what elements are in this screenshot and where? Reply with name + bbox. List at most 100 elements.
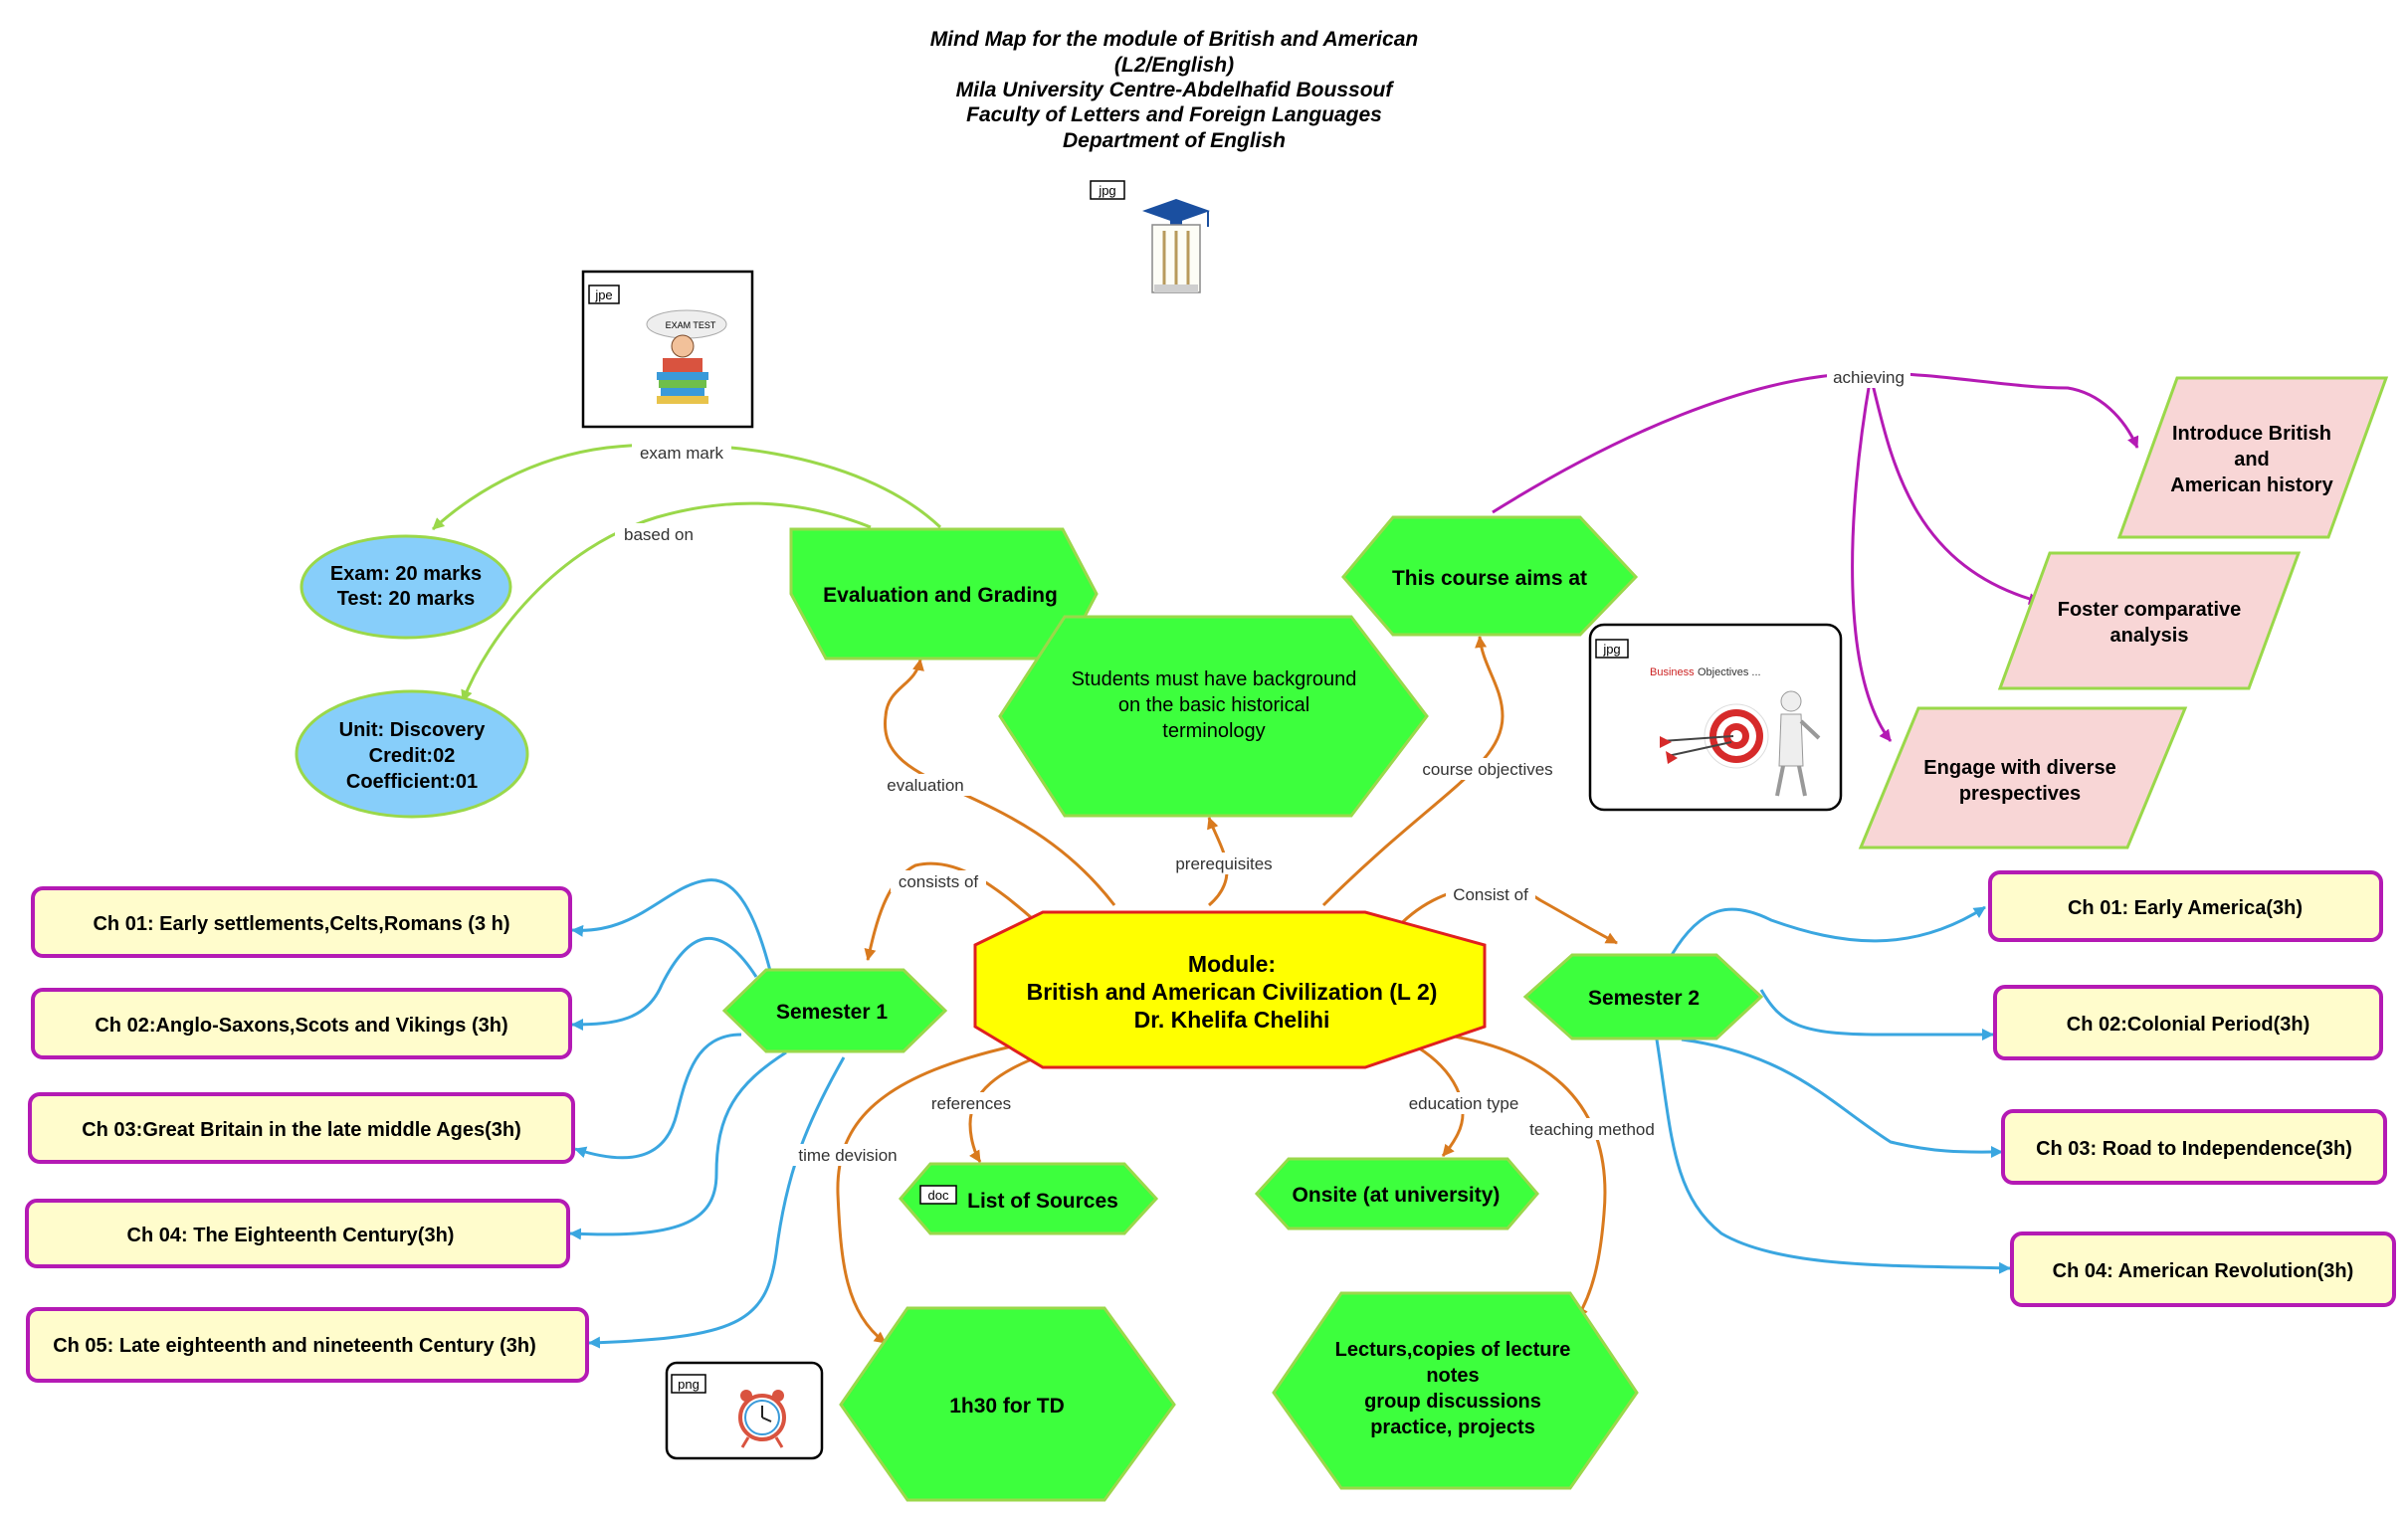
onsite-node[interactable]: Onsite (at university) [1254, 1157, 1539, 1231]
title-line: (L2/English) [1114, 54, 1234, 77]
edge-consists-of [864, 861, 1041, 961]
objective-line: American history [2170, 474, 2333, 496]
onsite-label: Onsite (at university) [1293, 1184, 1501, 1207]
teaching-method-node[interactable]: Lecturs,copies of lecture notes group di… [1272, 1291, 1639, 1490]
title-line: Faculty of Letters and Foreign Languages [966, 103, 1382, 126]
chapter-box[interactable]: Ch 04: The Eighteenth Century(3h) [25, 1199, 570, 1268]
objective-diverse-perspectives[interactable]: Engage with diverse prespectives [1858, 706, 2188, 850]
edge-s2-ch3 [1681, 1038, 2003, 1159]
objectives-image-text-red: Business [1650, 666, 1695, 678]
edge-labels: exam mark based on achieving evaluation … [615, 366, 1910, 1166]
chapter-label: Ch 03:Great Britain in the late middle A… [82, 1119, 521, 1141]
edge-references [968, 1047, 1061, 1163]
chapter-box[interactable]: Ch 02:Anglo-Saxons,Scots and Vikings (3h… [31, 988, 572, 1059]
central-module-line: Module: [1188, 951, 1276, 977]
course-aims-node[interactable]: This course aims at [1341, 515, 1639, 637]
edge-s1-ch4 [569, 1050, 787, 1240]
map-title: Mind Map for the module of British and A… [930, 28, 1418, 152]
td-time-label: 1h30 for TD [949, 1395, 1065, 1418]
title-line: Department of English [1063, 129, 1286, 152]
edge-s1-ch2 [571, 936, 758, 1031]
objective-line: and [2234, 449, 2270, 471]
edge-based-on [461, 501, 872, 702]
semester-2-label: Semester 2 [1588, 987, 1700, 1010]
semester-1-node[interactable]: Semester 1 [721, 968, 948, 1053]
list-of-sources-node[interactable]: doc List of Sources [899, 1162, 1159, 1235]
edge-label-consist-of: Consist of [1453, 885, 1528, 904]
chapter-label: Ch 04: American Revolution(3h) [2053, 1260, 2354, 1282]
chapter-box[interactable]: Ch 05: Late eighteenth and nineteenth Ce… [26, 1307, 589, 1383]
objective-line: Foster comparative [2058, 599, 2242, 621]
unit-info-line: Unit: Discovery [339, 719, 487, 741]
objective-line: Engage with diverse [1923, 757, 2115, 779]
chapter-box[interactable]: Ch 02:Colonial Period(3h) [1993, 985, 2383, 1060]
prerequisites-line: Students must have background [1072, 668, 1357, 690]
title-line: Mila University Centre-Abdelhafid Bousso… [956, 79, 1395, 101]
td-time-node[interactable]: 1h30 for TD [839, 1306, 1176, 1502]
chapter-label: Ch 04: The Eighteenth Century(3h) [127, 1225, 455, 1246]
chapter-box[interactable]: Ch 03:Great Britain in the late middle A… [28, 1092, 575, 1164]
teaching-method-line: practice, projects [1370, 1417, 1535, 1438]
edge-label-prerequisites: prerequisites [1175, 854, 1272, 873]
prerequisites-line: on the basic historical [1118, 694, 1309, 716]
prerequisites-node[interactable]: Students must have background on the bas… [998, 615, 1429, 818]
edge-achieving-2 [1869, 375, 2041, 605]
unit-info-line: Coefficient:01 [346, 771, 478, 793]
edge-evaluation [884, 659, 1116, 906]
objectives-image-text-dark: Objectives ... [1698, 666, 1761, 678]
alarm-clock-icon [738, 1390, 786, 1448]
edge-s2-ch2 [1759, 989, 1994, 1041]
evaluation-grading-label: Evaluation and Grading [823, 584, 1058, 607]
target-icon [1660, 703, 1769, 769]
clock-image-file-tag: png [678, 1377, 700, 1392]
teaching-method-line: Lecturs,copies of lecture [1335, 1339, 1571, 1361]
clock-image: png [665, 1361, 824, 1460]
edge-s2-ch1 [1670, 905, 1986, 956]
central-module-line: British and American Civilization (L 2) [1027, 979, 1438, 1005]
edge-education-type [1417, 1045, 1465, 1157]
chapter-box[interactable]: Ch 04: American Revolution(3h) [2010, 1231, 2396, 1307]
edge-achieving [1492, 371, 2139, 514]
objectives-image-file-tag: jpg [1602, 642, 1620, 657]
objective-comparative-analysis[interactable]: Foster comparative analysis [1997, 551, 2302, 690]
central-module-node[interactable]: Module: British and American Civilizatio… [973, 910, 1487, 1069]
edge-course-objectives [1321, 636, 1505, 907]
unit-info-node[interactable]: Unit: Discovery Credit:02 Coefficient:01 [295, 689, 529, 819]
document-file-tag [919, 1185, 957, 1205]
edges [431, 371, 2139, 1349]
chapter-box[interactable]: Ch 01: Early settlements,Celts,Romans (3… [31, 886, 572, 958]
unit-info-line: Credit:02 [369, 745, 456, 767]
edge-label-references: references [931, 1094, 1011, 1113]
exam-marks-line: Test: 20 marks [337, 588, 476, 610]
semester-2-node[interactable]: Semester 2 [1522, 953, 1764, 1041]
edge-s1-ch3 [574, 1033, 742, 1160]
edge-s1-ch5 [588, 1056, 846, 1349]
edge-label-evaluation: evaluation [887, 776, 964, 795]
chapter-label: Ch 02:Colonial Period(3h) [2067, 1014, 2309, 1036]
student-icon [671, 334, 695, 358]
edge-label-education-type: education type [1409, 1094, 1519, 1113]
course-aims-label: This course aims at [1392, 567, 1587, 590]
edge-label-based-on: based on [624, 525, 694, 544]
edge-exam-mark [431, 443, 942, 531]
edge-label-consists-of: consists of [899, 872, 979, 891]
exam-paper-text: EXAM TEST [666, 320, 716, 330]
chapter-label: Ch 05: Late eighteenth and nineteenth Ce… [53, 1335, 536, 1357]
chapter-box[interactable]: Ch 03: Road to Independence(3h) [2001, 1109, 2387, 1185]
exam-image: jpe EXAM TEST [581, 270, 754, 429]
teaching-method-line: group discussions [1364, 1391, 1541, 1413]
graduation-cap-icon [1142, 199, 1210, 223]
exam-image-file-tag: jpe [594, 287, 612, 302]
chapter-label: Ch 01: Early America(3h) [2068, 897, 2303, 919]
exam-marks-node[interactable]: Exam: 20 marks Test: 20 marks [300, 534, 512, 640]
central-module-line: Dr. Khelifa Chelihi [1134, 1007, 1330, 1033]
edge-achieving-3 [1851, 375, 1893, 742]
edge-label-exam-mark: exam mark [640, 444, 724, 463]
objective-line: Introduce British [2172, 423, 2331, 445]
edge-label-time-devision: time devision [798, 1146, 897, 1165]
objective-introduce-history[interactable]: Introduce British and American history [2116, 376, 2389, 539]
exam-marks-line: Exam: 20 marks [330, 563, 482, 585]
chapter-box[interactable]: Ch 01: Early America(3h) [1988, 870, 2383, 942]
chapter-label: Ch 02:Anglo-Saxons,Scots and Vikings (3h… [95, 1015, 507, 1037]
